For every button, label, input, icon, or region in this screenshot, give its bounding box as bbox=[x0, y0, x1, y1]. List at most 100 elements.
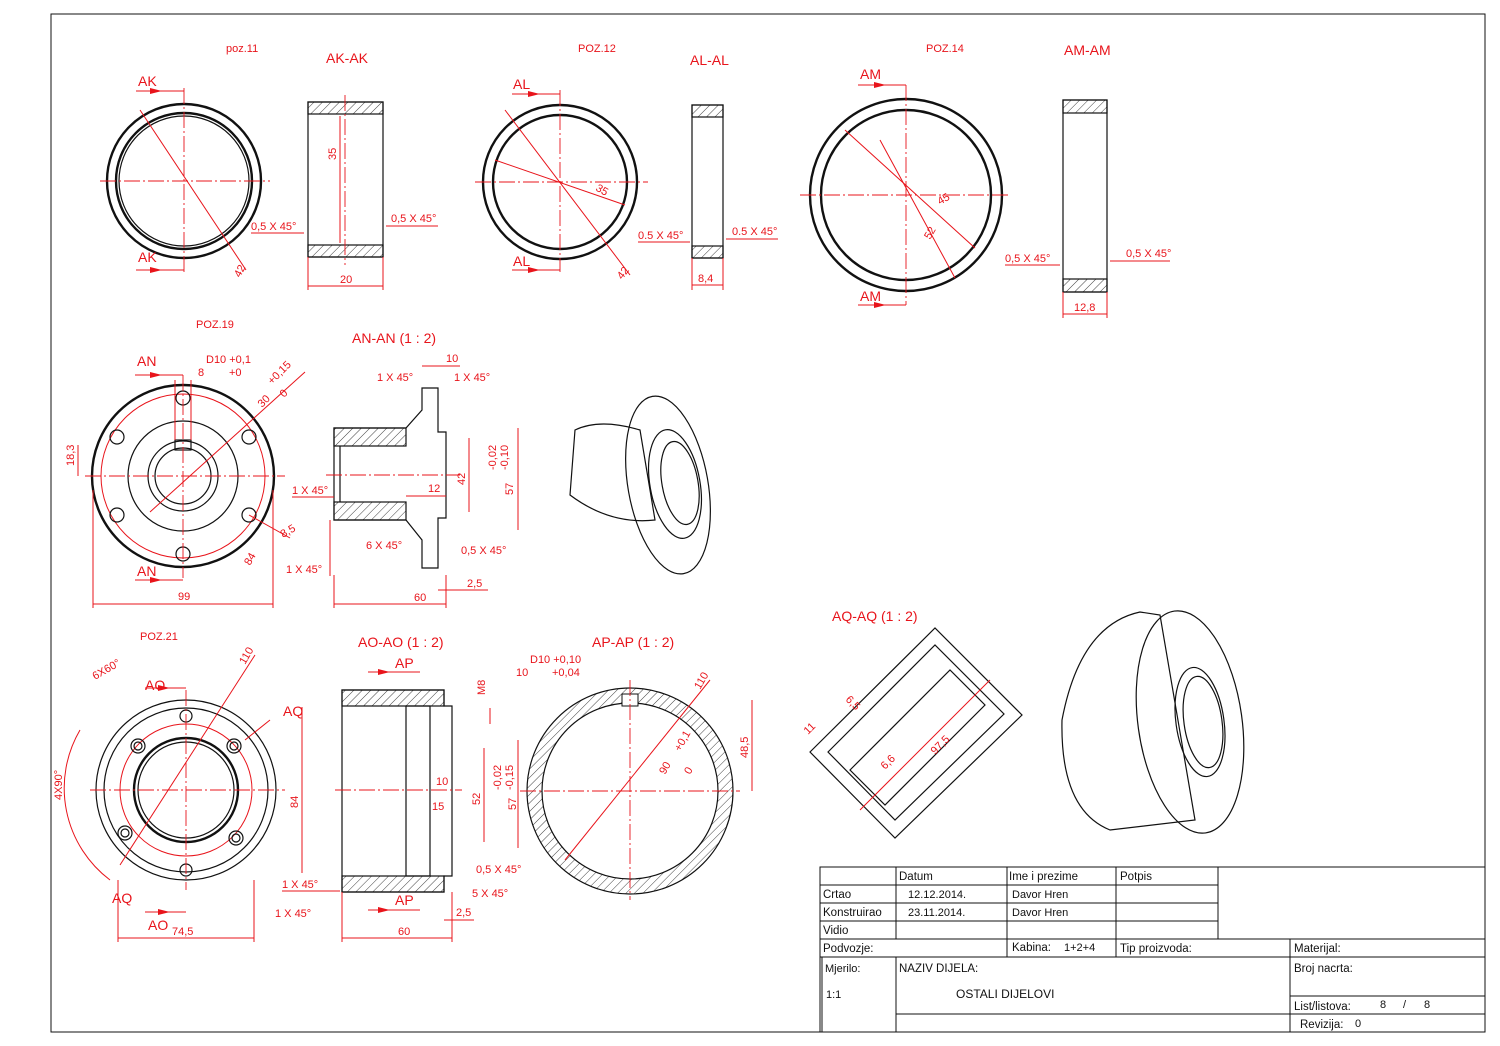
poz21-cut-aq-bottom: AQ bbox=[112, 890, 132, 906]
poz12-cut-bottom: AL bbox=[513, 253, 530, 269]
poz21-group: POZ.21 6X60° 4X90° 110 AO AQ AQ AO 84 74… bbox=[53, 608, 1245, 942]
poz21-ap-dia110: 110 bbox=[692, 670, 711, 691]
tb-row-name: Davor Hren bbox=[1012, 907, 1068, 919]
poz14-group: POZ.14 AM-AM AM AM 45 52 12,8 0,5 X 45° … bbox=[800, 42, 1171, 318]
poz11-chamfer-left: 0,5 X 45° bbox=[251, 221, 296, 233]
poz21-aq-dia11: 11 bbox=[802, 721, 819, 738]
tb-naziv-label: NAZIV DIJELA: bbox=[899, 963, 978, 975]
poz19-ch1-top-r: 1 X 45° bbox=[454, 372, 490, 384]
poz21-ap-tol-d10: D10 +0,10 bbox=[530, 654, 581, 666]
poz11-label: poz.11 bbox=[226, 43, 258, 55]
poz19-label: POZ.19 bbox=[196, 319, 234, 331]
title-block: Datum Ime i prezime Potpis Crtao 12.12.2… bbox=[819, 866, 1486, 1033]
poz12-group: POZ.12 AL-AL AL AL 35 42 8,4 0.5 X 45° 0… bbox=[475, 43, 778, 290]
poz19-dia57: 57 bbox=[504, 483, 516, 495]
tb-row-label: Vidio bbox=[823, 925, 848, 937]
poz21-ch05: 0,5 X 45° bbox=[476, 864, 521, 876]
tb-naziv-val: OSTALI DIJELOVI bbox=[956, 987, 1054, 1001]
tb-row-date: 12.12.2014. bbox=[908, 889, 966, 901]
tb-list-tot: 8 bbox=[1424, 999, 1430, 1011]
poz19-section-title: AN-AN (1 : 2) bbox=[352, 330, 436, 346]
poz21-len25: 2,5 bbox=[456, 907, 471, 919]
poz11-group: poz.11 AK-AK AK AK 42 35 20 0,5 X 45° 0,… bbox=[100, 43, 438, 290]
poz14-cut-top: AM bbox=[860, 66, 881, 82]
poz19-dia30-tol-dn: 0 bbox=[278, 387, 291, 400]
tb-col-datum: Datum bbox=[899, 871, 933, 883]
tb-mjerilo-val: 1:1 bbox=[826, 989, 841, 1001]
poz21-tol1: -0,02 bbox=[492, 765, 504, 790]
poz21-section-ap: AP-AP (1 : 2) bbox=[592, 634, 674, 650]
poz19-tol-d10: D10 +0,1 bbox=[206, 354, 251, 366]
poz19-dim12: 12 bbox=[428, 483, 440, 495]
tb-list-label: List/listova: bbox=[1294, 1001, 1351, 1013]
poz19-ch6: 6 X 45° bbox=[366, 540, 402, 552]
poz21-dim10: 10 bbox=[436, 776, 448, 788]
poz21-section-aq: AQ-AQ (1 : 2) bbox=[832, 608, 918, 624]
poz19-ch1-top-l: 1 X 45° bbox=[377, 372, 413, 384]
poz19-tol-d10b: +0 bbox=[229, 367, 242, 379]
poz12-chamfer-left: 0.5 X 45° bbox=[638, 230, 683, 242]
poz19-dia30: 30 bbox=[256, 393, 273, 410]
poz21-m8: M8 bbox=[476, 680, 488, 695]
tb-kabina-label: Kabina: bbox=[1012, 942, 1051, 954]
poz14-dia-outer: 52 bbox=[922, 225, 939, 242]
poz19-flange-w: 10 bbox=[446, 353, 458, 365]
poz21-ap-keyw: 10 bbox=[516, 667, 528, 679]
poz21-ch1-b: 1 X 45° bbox=[275, 908, 311, 920]
poz19-len60: 60 bbox=[414, 592, 426, 604]
poz21-section-ao: AO-AO (1 : 2) bbox=[358, 634, 444, 650]
poz12-label: POZ.12 bbox=[578, 43, 616, 55]
poz11-section-title: AK-AK bbox=[326, 50, 369, 66]
poz12-chamfer-right: 0.5 X 45° bbox=[732, 226, 777, 238]
poz21-cut-ap-bottom: AP bbox=[395, 892, 414, 908]
poz11-dia-inner: 35 bbox=[327, 148, 339, 160]
tb-tip: Tip proizvoda: bbox=[1120, 943, 1192, 955]
poz21-angle4: 4X90° bbox=[53, 770, 65, 800]
drawing-frame bbox=[50, 13, 1486, 1033]
poz12-cut-top: AL bbox=[513, 76, 530, 92]
poz14-chamfer-left: 0,5 X 45° bbox=[1005, 253, 1050, 265]
poz21-dia84: 84 bbox=[289, 796, 301, 808]
poz19-ch05: 0,5 X 45° bbox=[461, 545, 506, 557]
tb-list-cur: 8 bbox=[1380, 999, 1386, 1011]
poz21-cut-ap-top: AP bbox=[395, 655, 414, 671]
poz21-holes: 6X60° bbox=[91, 657, 123, 682]
poz21-ap-dia90-tol0: 0 bbox=[682, 765, 695, 776]
poz14-section-title: AM-AM bbox=[1064, 42, 1111, 58]
tb-podvozje: Podvozje: bbox=[823, 943, 874, 955]
poz21-aq-dim65: 6,5 bbox=[843, 694, 862, 713]
poz19-group: POZ.19 AN-AN (1 : 2) AN AN D10 +0,1 +0 8… bbox=[65, 319, 711, 608]
tb-materijal: Materijal: bbox=[1294, 943, 1341, 955]
poz21-ap-tol-d10b: +0,04 bbox=[552, 667, 580, 679]
poz19-dia57-tol2: -0,10 bbox=[499, 445, 511, 470]
poz14-chamfer-right: 0,5 X 45° bbox=[1126, 248, 1171, 260]
poz19-dia42: 42 bbox=[456, 473, 468, 485]
poz19-dim183: 18,3 bbox=[65, 445, 77, 466]
poz19-len25: 2,5 bbox=[467, 578, 482, 590]
poz19-cut-bottom: AN bbox=[137, 563, 156, 579]
poz21-cut-ao-bottom: AO bbox=[148, 917, 168, 933]
poz21-dim15: 15 bbox=[432, 801, 444, 813]
tb-revizija-val: 0 bbox=[1355, 1018, 1361, 1030]
poz21-aq-dia975: 97,5 bbox=[929, 733, 953, 757]
poz11-chamfer-right: 0,5 X 45° bbox=[391, 213, 436, 225]
poz19-dia84: 84 bbox=[242, 551, 259, 568]
tb-broj: Broj nacrta: bbox=[1294, 963, 1353, 975]
tb-mjerilo: Mjerilo: bbox=[825, 963, 860, 975]
poz19-dia85: 8,5 bbox=[279, 523, 298, 541]
poz21-cut-aq-top: AQ bbox=[283, 703, 303, 719]
poz21-aq-dia66: 6,6 bbox=[879, 753, 898, 772]
tb-row-label: Crtao bbox=[823, 889, 851, 901]
tb-list-sep: / bbox=[1403, 999, 1407, 1011]
tb-row-label: Konstruirao bbox=[823, 907, 882, 919]
poz12-width: 8,4 bbox=[698, 273, 713, 285]
poz21-tol2: -0,15 bbox=[504, 765, 516, 790]
poz11-width: 20 bbox=[340, 274, 352, 286]
poz21-dia52: 52 bbox=[471, 793, 483, 805]
poz21-dia57: 57 bbox=[507, 798, 519, 810]
poz21-dia110: 110 bbox=[237, 645, 256, 666]
poz12-section-title: AL-AL bbox=[690, 52, 729, 68]
tb-row-name: Davor Hren bbox=[1012, 889, 1068, 901]
poz11-dia-outer: 42 bbox=[232, 263, 248, 279]
